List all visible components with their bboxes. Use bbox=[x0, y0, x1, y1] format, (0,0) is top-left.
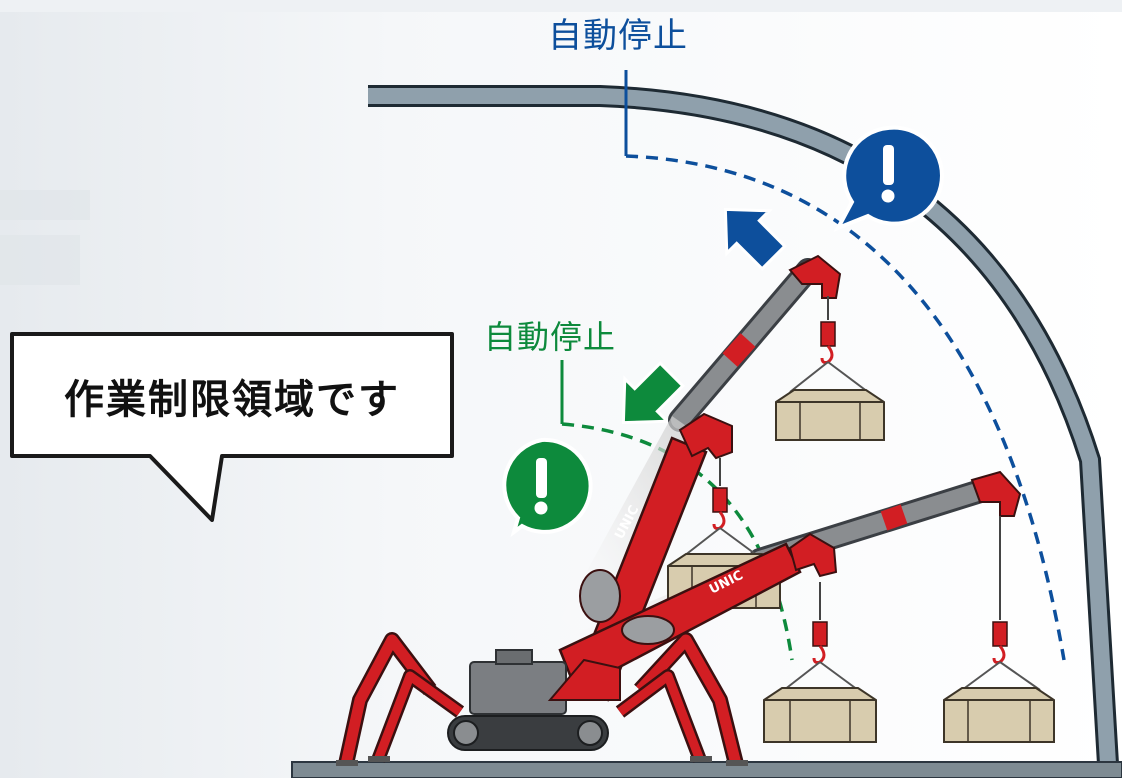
background-blur-block bbox=[0, 235, 80, 285]
auto-stop-label-blue: 自動停止 bbox=[548, 16, 688, 56]
background-blur-block bbox=[0, 190, 90, 220]
top-strip bbox=[0, 0, 1122, 12]
callout-bubble bbox=[10, 332, 454, 522]
crane-base bbox=[336, 632, 748, 766]
blue-arrow-icon bbox=[723, 207, 787, 271]
crane-boom-upper bbox=[668, 254, 869, 432]
blue-warning-icon bbox=[833, 125, 944, 232]
floor-slab bbox=[291, 761, 1122, 779]
load-right bbox=[943, 687, 1055, 743]
load-upper bbox=[775, 389, 885, 441]
callout-text: 作業制限領域です bbox=[64, 377, 400, 423]
crane-boom-low: UNIC bbox=[558, 532, 859, 692]
auto-stop-label-green: 自動停止 bbox=[484, 318, 617, 356]
green-warning-icon bbox=[502, 437, 593, 538]
blue-limit-line bbox=[625, 154, 1066, 661]
load-bottom bbox=[763, 687, 877, 743]
green-arrow-icon bbox=[621, 361, 685, 425]
